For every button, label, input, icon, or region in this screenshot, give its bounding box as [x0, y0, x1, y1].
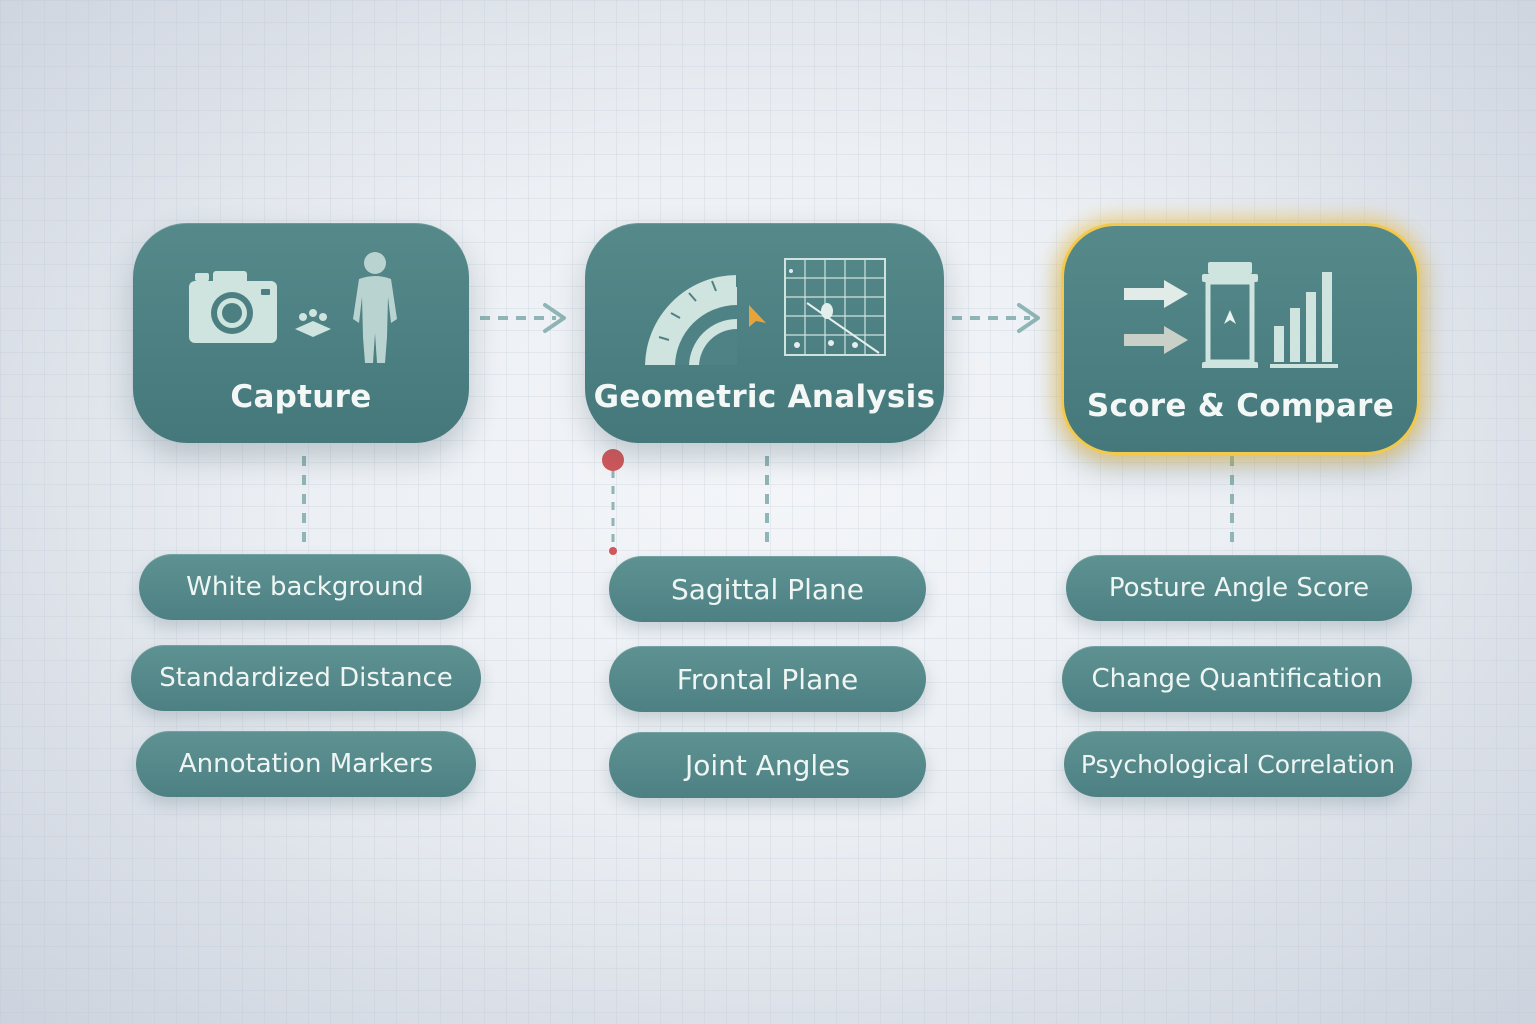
pill-psychological-correlation[interactable]: Psychological Correlation [1064, 731, 1412, 797]
gauge-column-icon [1202, 262, 1258, 368]
pill-change-quantification[interactable]: Change Quantification [1062, 646, 1412, 712]
stage-card-capture[interactable]: Capture [133, 223, 469, 443]
stage-title-score-compare: Score & Compare [1086, 388, 1395, 424]
pill-frontal-plane[interactable]: Frontal Plane [609, 646, 926, 712]
arrows-icon [1124, 280, 1188, 354]
pill-white-background[interactable]: White background [139, 554, 471, 620]
stage-title-geometric-analysis: Geometric Analysis [593, 379, 936, 415]
pill-posture-angle-score[interactable]: Posture Angle Score [1066, 555, 1412, 621]
arrow-capture-to-analysis [480, 303, 566, 333]
pill-sagittal-plane[interactable]: Sagittal Plane [609, 556, 926, 622]
analysis-icon-row [585, 247, 944, 365]
cursor-arrow-icon [749, 305, 766, 327]
grid-chart-icon [784, 258, 886, 356]
protractor-icon [645, 275, 738, 365]
capture-icon-row [133, 247, 469, 365]
red-marker-pin [602, 449, 624, 555]
pill-standardized-distance[interactable]: Standardized Distance [131, 645, 481, 711]
camera-icon [189, 271, 277, 343]
score-icon-row [1064, 250, 1417, 368]
stage-card-geometric-analysis[interactable]: Geometric Analysis [585, 223, 944, 443]
markers-icon [295, 309, 331, 337]
arrow-analysis-to-score [952, 303, 1040, 333]
pill-joint-angles[interactable]: Joint Angles [609, 732, 926, 798]
bar-chart-icon [1270, 272, 1338, 368]
stage-title-capture: Capture [230, 379, 372, 415]
human-figure-icon [353, 252, 397, 363]
pill-annotation-markers[interactable]: Annotation Markers [136, 731, 476, 797]
stage-card-score-compare[interactable]: Score & Compare [1061, 223, 1420, 455]
